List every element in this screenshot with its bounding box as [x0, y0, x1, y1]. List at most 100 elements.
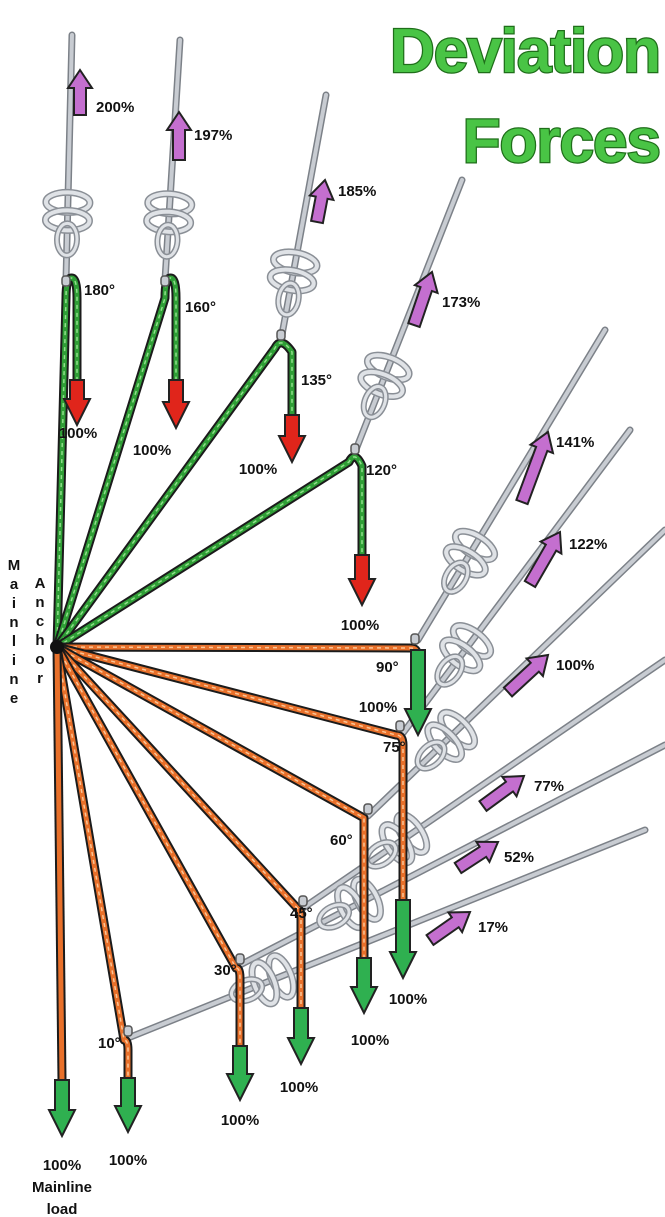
- anchor-rope-core: [301, 658, 665, 910]
- figure-eight-knot: [266, 248, 321, 318]
- vertical-letter: h: [35, 632, 44, 649]
- figure-eight-knot: [228, 952, 297, 1008]
- mainline-rope-texture: [56, 342, 293, 648]
- figure-eight-knot: [316, 875, 384, 932]
- load-arrow: [62, 379, 92, 428]
- anchor-force-arrow: [523, 530, 563, 589]
- figure-eight-knot: [41, 188, 94, 259]
- anchor-rope-core: [353, 178, 464, 454]
- vertical-letter: M: [8, 557, 21, 574]
- title-line-1: Deviation: [390, 17, 660, 86]
- vertical-letter: n: [9, 671, 18, 688]
- anchor-force-arrow: [453, 840, 500, 875]
- anchor-force-label: 17%: [478, 919, 508, 936]
- vertical-letter: a: [10, 576, 19, 593]
- carabiner: [276, 329, 286, 341]
- load-label: 100%: [133, 442, 171, 459]
- anchor-force-label: 141%: [556, 434, 594, 451]
- mainline-rope-texture: [56, 277, 177, 648]
- anchor-rope-core: [279, 93, 328, 342]
- angle-label: 75°: [383, 739, 406, 756]
- load-label: 100%: [351, 1032, 389, 1049]
- load-arrow: [388, 899, 418, 981]
- mainline-straight-rope: [54, 646, 65, 1081]
- vertical-letter: r: [37, 670, 43, 687]
- figure-eight-knot: [414, 708, 479, 772]
- carabiner: [123, 1025, 133, 1037]
- carabiner: [350, 443, 360, 455]
- carabiner: [235, 953, 245, 965]
- load-arrow: [347, 554, 377, 608]
- angle-label: 45°: [290, 905, 313, 922]
- load-arrow: [161, 379, 191, 431]
- anchor-force-arrow: [407, 270, 440, 329]
- angle-label: 135°: [301, 372, 332, 389]
- load-label: 100%: [389, 991, 427, 1008]
- angle-label: 10°: [98, 1035, 121, 1052]
- figure-eight-knot: [357, 351, 413, 421]
- vertical-letter: c: [36, 613, 44, 630]
- vertical-letter: i: [12, 595, 16, 612]
- vertical-letter: A: [35, 575, 46, 592]
- anchor-rope-core: [64, 33, 74, 282]
- mainline-rope: [56, 644, 406, 900]
- anchor-force-arrow: [165, 110, 193, 161]
- anchor-force-label: 200%: [96, 99, 134, 116]
- title-line-2: Forces: [463, 107, 660, 176]
- mainline-load-percent: 100%: [43, 1157, 81, 1174]
- figure-eight-knot: [143, 190, 196, 260]
- anchor-rope-core: [238, 743, 665, 967]
- anchor-force-arrow: [478, 774, 526, 813]
- carabiner: [410, 633, 420, 645]
- mainline-rope-texture: [56, 646, 404, 900]
- angle-label: 120°: [366, 462, 397, 479]
- mainline-rope-outline: [53, 644, 245, 1046]
- mainline-rope: [56, 644, 421, 661]
- angle-label: 160°: [185, 299, 216, 316]
- load-label: 100%: [239, 461, 277, 478]
- anchor-force-label: 197%: [194, 127, 232, 144]
- anchor-force-label: 77%: [534, 778, 564, 795]
- angle-label: 30°: [214, 962, 237, 979]
- vertical-letter: o: [35, 651, 44, 668]
- load-label: 100%: [280, 1079, 318, 1096]
- anchor-rope-core: [126, 828, 647, 1040]
- anchor-force-arrow: [515, 430, 555, 506]
- angle-label: 90°: [376, 659, 399, 676]
- carabiner: [61, 275, 71, 287]
- mainline-load-label-2: load: [47, 1201, 78, 1217]
- anchor-force-label: 52%: [504, 849, 534, 866]
- anchor-force-label: 185%: [338, 183, 376, 200]
- carabiner: [395, 720, 405, 732]
- load-label: 100%: [221, 1112, 259, 1129]
- vertical-letter: n: [9, 614, 18, 631]
- figure-eight-knot: [440, 527, 499, 595]
- mainline-load-arrow: [47, 1079, 77, 1139]
- mainline-rope-texture: [56, 646, 241, 1046]
- anchor-hub: [50, 640, 64, 654]
- vertical-letter: n: [35, 594, 44, 611]
- carabiner: [298, 895, 308, 907]
- mainline-rope-texture: [56, 277, 78, 648]
- load-label: 100%: [359, 699, 397, 716]
- carabiner: [160, 275, 170, 287]
- anchor-force-label: 122%: [569, 536, 607, 553]
- load-arrow: [403, 649, 433, 738]
- mainline-rope-texture: [56, 646, 129, 1078]
- load-label: 100%: [341, 617, 379, 634]
- load-label: 100%: [109, 1152, 147, 1169]
- angle-label: 180°: [84, 282, 115, 299]
- vertical-letter: i: [12, 652, 16, 669]
- mainline-rope-outline: [55, 642, 408, 900]
- vertical-letter: l: [12, 633, 16, 650]
- anchor-force-arrow: [502, 653, 550, 698]
- load-arrow: [225, 1045, 255, 1103]
- vertical-letter: e: [10, 690, 18, 707]
- mainline-load-label-1: Mainline: [32, 1179, 92, 1196]
- anchor-force-arrow: [66, 68, 94, 116]
- load-label: 100%: [59, 425, 97, 442]
- anchor-force-arrow: [425, 910, 472, 947]
